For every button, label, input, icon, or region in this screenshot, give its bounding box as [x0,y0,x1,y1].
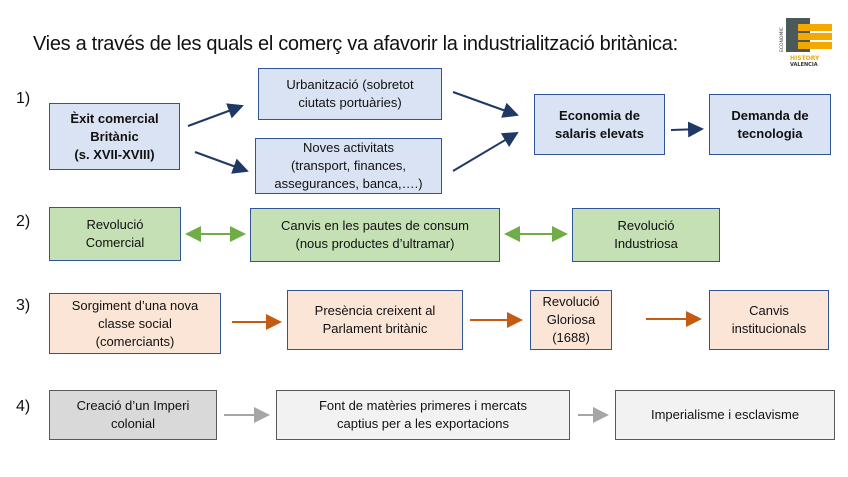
row-1-number: 1) [16,90,31,107]
arrow [670,121,704,138]
box-presencia-parlament: Presència creixent al Parlament britànic [287,290,463,350]
economic-history-valencia-logo: HISTORY VALENCIA ECONOMIC [779,18,832,68]
svg-text:VALENCIA: VALENCIA [790,62,818,68]
row-3-number: 3) [16,297,31,314]
arrow [452,131,519,172]
box-canvis-consum: Canvis en les pautes de consum (nous pro… [250,208,500,262]
box-exit-comercial: Èxit comercial Britànic (s. XVII-XVIII) [49,103,180,170]
arrow [194,151,249,174]
svg-text:ECONOMIC: ECONOMIC [779,27,785,52]
arrow [452,91,519,118]
box-revolucio-industriosa: Revolució Industriosa [572,208,720,262]
box-canvis-institucionals: Canvis institucionals [709,290,829,350]
box-urbanitzacio: Urbanització (sobretot ciutats portuàrie… [258,68,442,120]
box-demanda-tecnologia: Demanda de tecnologia [709,94,831,155]
arrow [187,103,244,127]
box-noves-activitats: Noves activitats (transport, finances, a… [255,138,442,194]
svg-text:HISTORY: HISTORY [790,55,820,62]
box-nova-classe-social: Sorgiment d’una nova classe social (come… [49,293,221,354]
box-revolucio-comercial: Revolució Comercial [49,207,181,261]
box-economia-salaris: Economia de salaris elevats [534,94,665,155]
row-4-number: 4) [16,398,31,415]
box-revolucio-gloriosa: Revolució Gloriosa (1688) [530,290,612,350]
box-imperi-colonial: Creació d’un Imperi colonial [49,390,217,440]
box-materies-primeres: Font de matèries primeres i mercats capt… [276,390,570,440]
box-imperialisme-esclavisme: Imperialisme i esclavisme [615,390,835,440]
row-2-number: 2) [16,213,31,230]
page-title: Vies a través de les quals el comerç va … [33,33,678,55]
